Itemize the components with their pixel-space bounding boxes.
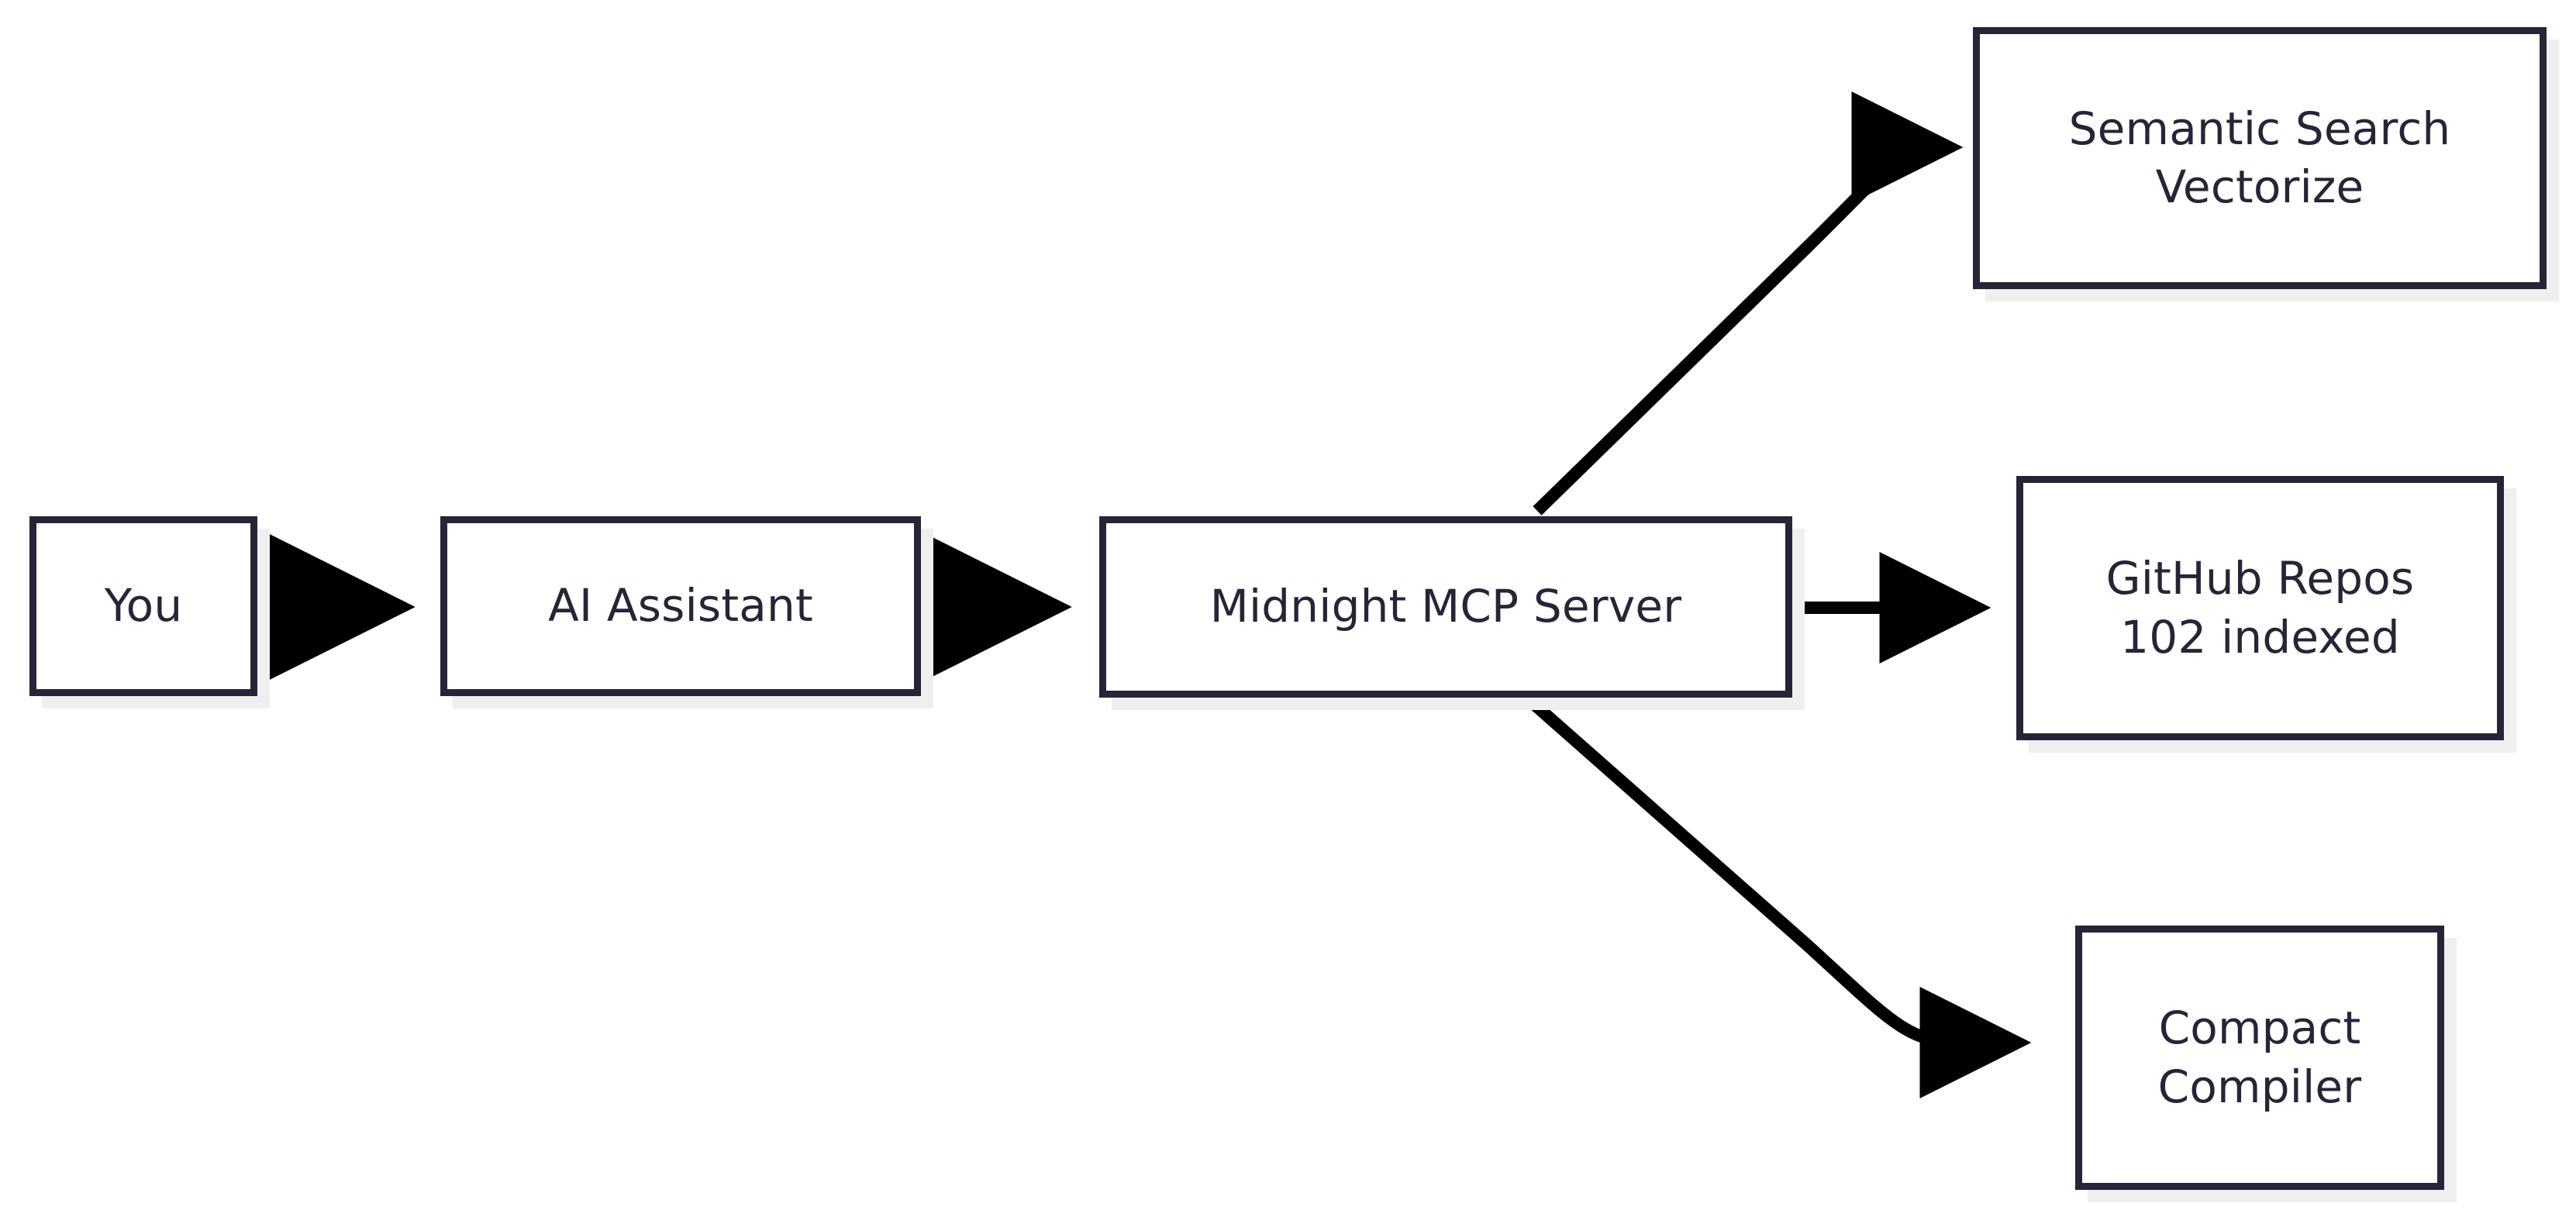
node-midnight-mcp-server[interactable]: Midnight MCP Server	[1099, 516, 1792, 698]
node-midnight-mcp-server-label: Midnight MCP Server	[1209, 580, 1682, 633]
node-you-label: You	[104, 579, 183, 633]
node-you[interactable]: You	[29, 516, 257, 696]
node-github-repos-count: 102 indexed	[2120, 610, 2400, 664]
node-compact-compiler-sublabel: Compiler	[2157, 1060, 2362, 1113]
node-semantic-search-label: Semantic Search	[2068, 102, 2451, 155]
edge-mcp-to-compact	[1526, 696, 2032, 1098]
node-semantic-search-sublabel: Vectorize	[2155, 160, 2364, 213]
node-semantic-search[interactable]: Semantic Search Vectorize	[1973, 27, 2547, 289]
node-ai-assistant-label: AI Assistant	[548, 579, 813, 633]
edge-mcp-to-semantic	[1533, 91, 1964, 515]
node-compact-compiler-label: Compact	[2158, 1002, 2361, 1055]
node-github-repos[interactable]: GitHub Repos 102 indexed	[2016, 476, 2504, 740]
node-ai-assistant[interactable]: AI Assistant	[440, 516, 921, 696]
node-compact-compiler[interactable]: Compact Compiler	[2075, 926, 2444, 1190]
node-github-repos-label: GitHub Repos	[2105, 552, 2415, 605]
